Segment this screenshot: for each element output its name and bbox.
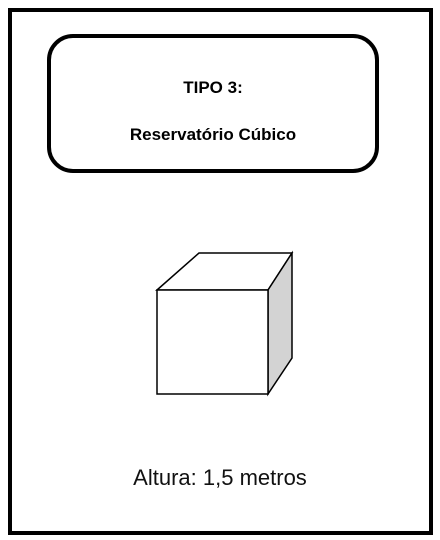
- reservoir-name: Reservatório Cúbico: [129, 125, 297, 144]
- cube-front-face: [156, 289, 269, 395]
- title-box: TIPO 3: Reservatório Cúbico: [47, 34, 379, 173]
- type-label: TIPO 3:: [183, 78, 243, 97]
- cube-icon: [155, 250, 294, 397]
- height-caption: Altura: 1,5 metros: [133, 465, 307, 490]
